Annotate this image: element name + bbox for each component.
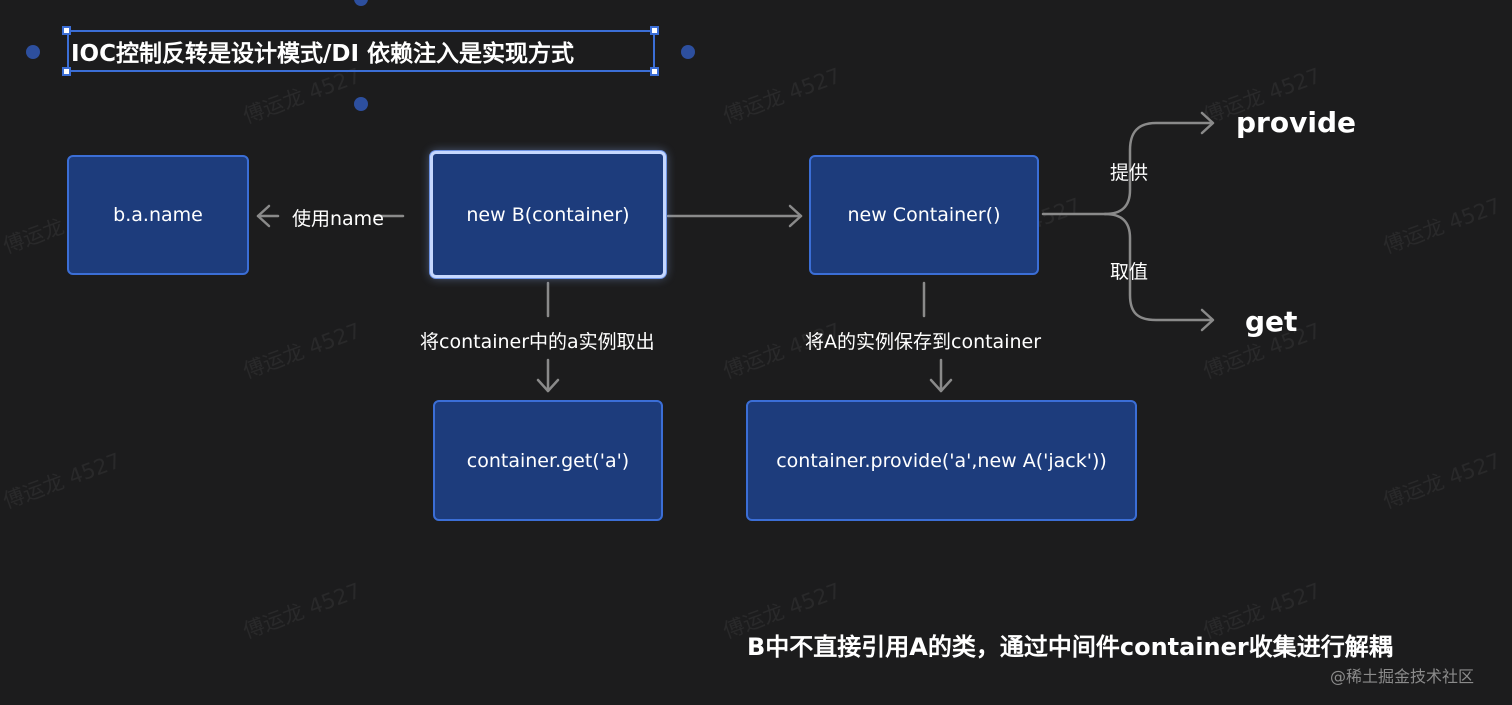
box-container-get[interactable]: container.get('a') [433,400,663,521]
brace-upper [1103,121,1214,216]
resize-handle-top-left[interactable] [62,26,71,35]
resize-handle-bottom-right[interactable] [650,67,659,76]
box-label: container.get('a') [466,449,630,472]
box-label: b.a.name [113,204,203,226]
box-label: new Container() [847,204,1001,226]
box-new-b[interactable]: new B(container) [430,151,666,278]
title-box[interactable]: IOC控制反转是设计模式/DI 依赖注入是实现方式 [67,30,655,72]
selection-dot [354,97,368,111]
box-new-container[interactable]: new Container() [809,155,1039,275]
selection-dot [681,45,695,59]
edge-label-save-a: 将A的实例保存到container [805,331,1042,353]
branch-provide: provide [1236,106,1356,139]
box-label: container.provide('a',new A('jack')) [776,449,1107,472]
box-container-provide[interactable]: container.provide('a',new A('jack')) [746,400,1137,521]
box-ba-name[interactable]: b.a.name [67,155,249,275]
page-title: IOC控制反转是设计模式/DI 依赖注入是实现方式 [71,41,575,67]
resize-handle-top-right[interactable] [650,26,659,35]
arrowhead-left [256,204,271,228]
arrowhead-get [1200,308,1215,332]
edge-label-provide-cn: 提供 [1110,162,1149,184]
edge-label-take-out: 将container中的a实例取出 [420,331,655,353]
arrowhead-down [536,378,560,393]
branch-get: get [1245,305,1298,338]
brace-lower [1103,212,1214,322]
footer-note: B中不直接引用A的类，通过中间件container收集进行解耦 [747,633,1393,661]
box-label: new B(container) [466,203,630,226]
arrowhead-down [929,378,953,393]
selection-dot [26,45,40,59]
credit-watermark: @稀土掘金技术社区 [1330,667,1475,686]
edge-label-use-name: 使用name [292,208,384,230]
arrowhead-provide [1200,111,1215,135]
arrowhead-right [788,204,803,228]
edge-label-get-cn: 取值 [1110,261,1149,283]
resize-handle-bottom-left[interactable] [62,67,71,76]
selection-dot [354,0,368,6]
